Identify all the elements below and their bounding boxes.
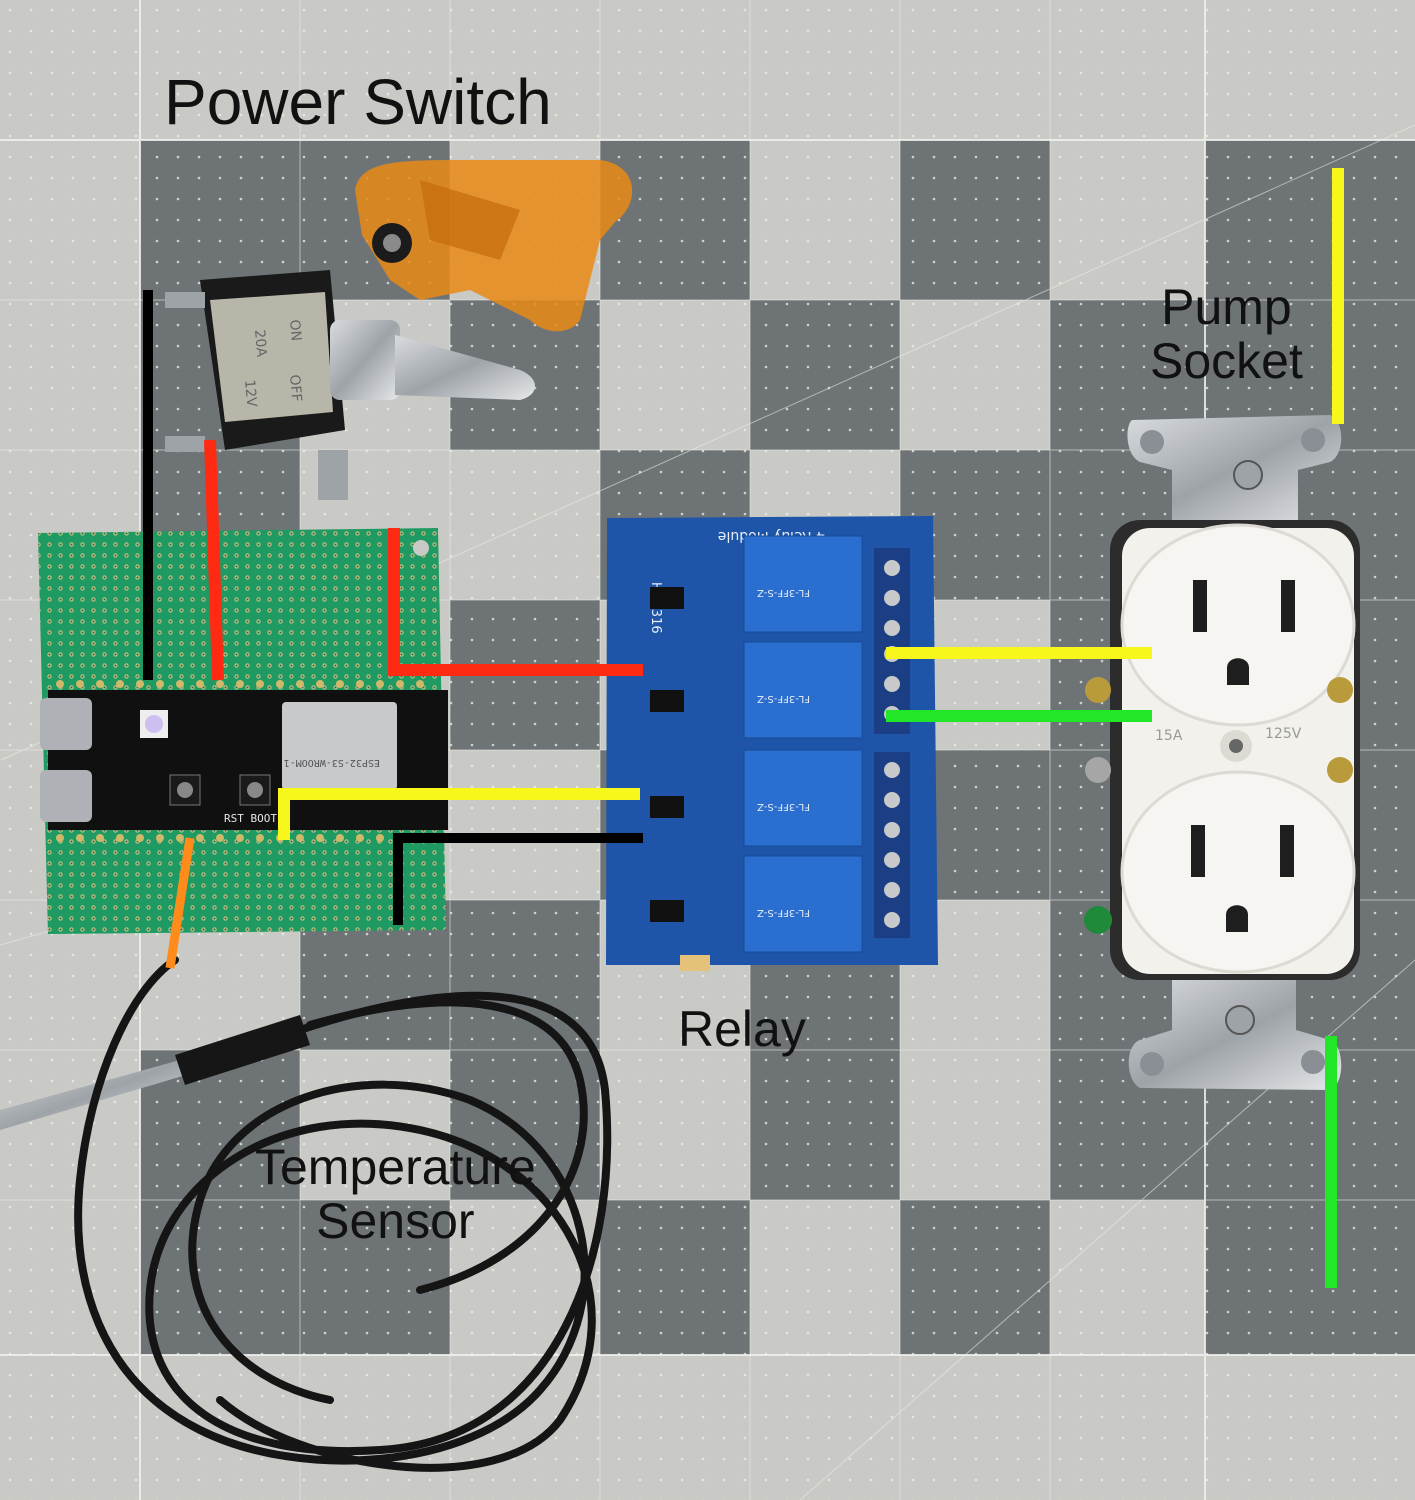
- svg-text:12V: 12V: [241, 379, 259, 408]
- svg-text:125V: 125V: [1265, 726, 1302, 742]
- svg-text:OFF: OFF: [286, 374, 304, 402]
- green-wires: [886, 710, 1337, 1288]
- svg-text:ON: ON: [286, 319, 304, 342]
- annotation-wires: [143, 168, 1344, 1288]
- pump-socket-label-line1: Pump: [1161, 279, 1292, 335]
- mcu-board: ESP32-S3-WROOM-1 RST BOOT: [40, 680, 448, 842]
- black-wires: [143, 290, 643, 925]
- svg-text:RST BOOT: RST BOOT: [224, 812, 277, 825]
- temperature-sensor-label-line2: Sensor: [316, 1193, 475, 1249]
- svg-text:FL-3FF-S-Z: FL-3FF-S-Z: [757, 587, 810, 598]
- svg-text:ESP32-S3-WROOM-1: ESP32-S3-WROOM-1: [284, 757, 380, 768]
- red-wires: [204, 439, 643, 681]
- svg-text:FL-3FF-S-Z: FL-3FF-S-Z: [757, 801, 810, 812]
- svg-text:15A: 15A: [1155, 728, 1183, 744]
- relay-module: 4 Relay Module HW-316 FL-3FF-S-Z FL-3FF-…: [606, 516, 938, 971]
- svg-text:20A: 20A: [251, 329, 269, 358]
- yellow-wires: [278, 168, 1344, 840]
- svg-text:FL-3FF-S-Z: FL-3FF-S-Z: [757, 907, 810, 918]
- orange-wire: [165, 837, 195, 969]
- temperature-sensor-label: Temperature Sensor: [255, 1140, 536, 1248]
- temperature-probe: [0, 956, 612, 1472]
- toggle-switch: 20A ON 12V OFF: [165, 160, 633, 500]
- pump-socket-label-line2: Socket: [1150, 333, 1303, 389]
- svg-text:FL-3FF-S-Z: FL-3FF-S-Z: [757, 693, 810, 704]
- relay-label: Relay: [678, 1002, 806, 1056]
- relay-label-text: Relay: [678, 1001, 806, 1057]
- temperature-sensor-label-line1: Temperature: [255, 1139, 536, 1195]
- pump-socket-label: Pump Socket: [1150, 280, 1303, 388]
- power-switch-label: Power Switch: [164, 66, 552, 138]
- power-switch-label-text: Power Switch: [164, 66, 552, 138]
- outlet: 15A 125V: [1084, 415, 1360, 1090]
